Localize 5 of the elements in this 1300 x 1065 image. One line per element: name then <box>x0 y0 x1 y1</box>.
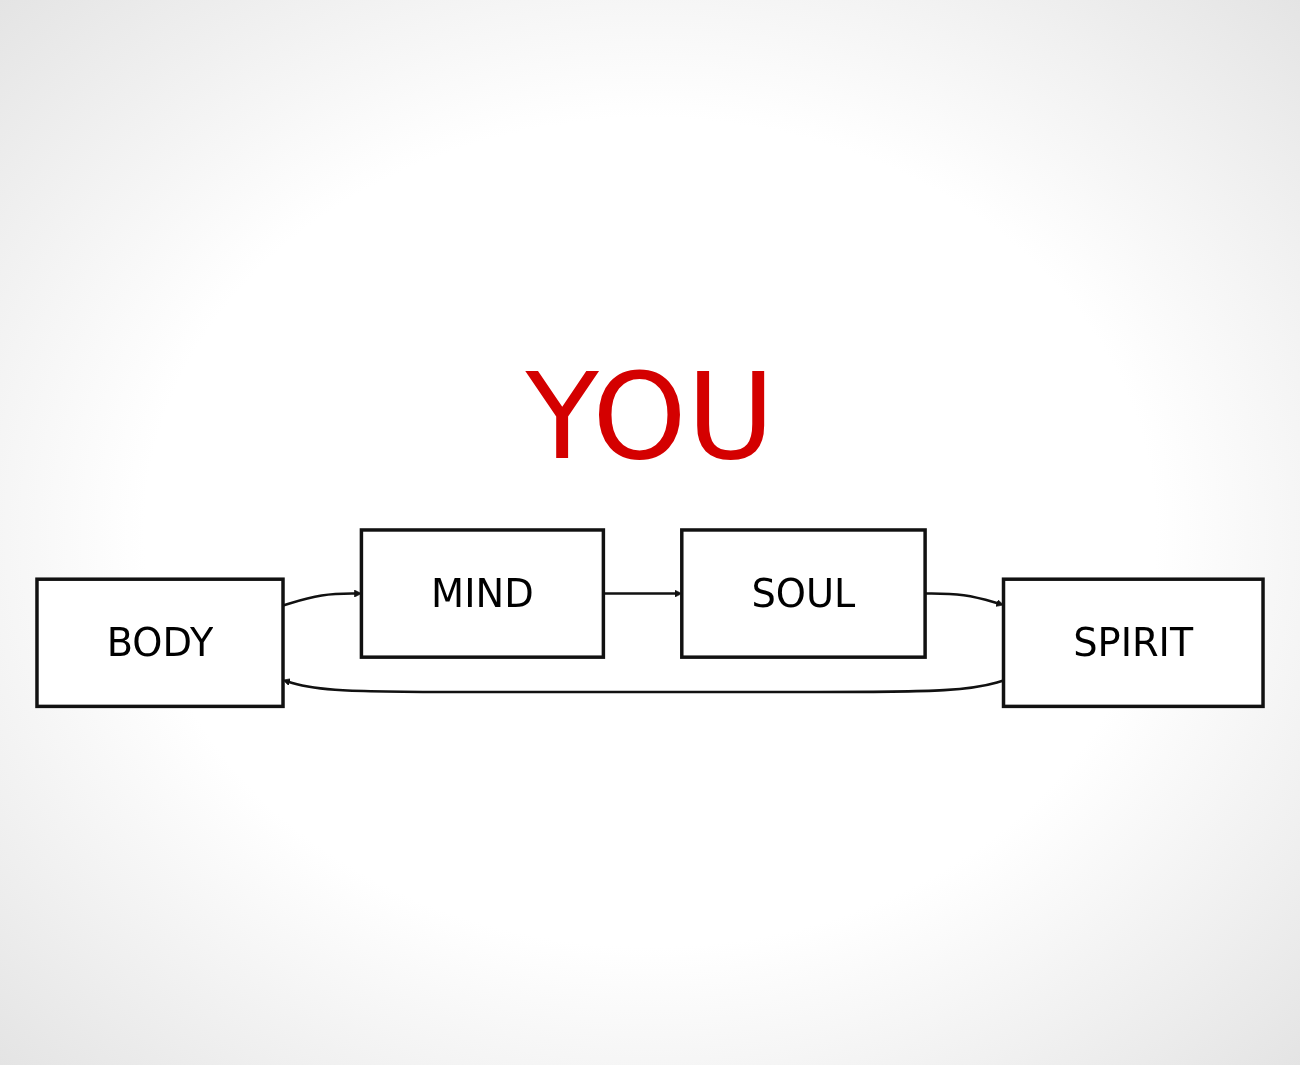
label: YOU <box>525 351 775 484</box>
node-box: BODY <box>35 577 285 709</box>
node-box: SPIRIT <box>1001 577 1265 709</box>
node-box: MIND <box>359 528 606 660</box>
node-box: SOUL <box>680 528 927 660</box>
